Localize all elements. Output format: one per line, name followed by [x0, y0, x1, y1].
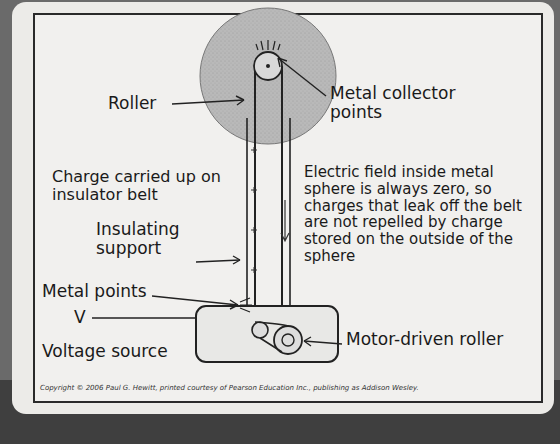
- part-label: Metal points: [42, 282, 162, 301]
- voltage-symbol: V: [74, 308, 94, 327]
- part-label: Voltage source: [42, 342, 192, 361]
- part-label: Insulating support: [96, 220, 206, 258]
- part-label: Metal collector points: [330, 84, 480, 122]
- part-label: Roller: [108, 94, 178, 113]
- copyright-note: Copyright © 2006 Paul G. Hewitt, printed…: [40, 385, 530, 393]
- note-text: Electric field inside metal sphere is al…: [304, 164, 532, 265]
- part-label: Charge carried up on insulator belt: [52, 168, 232, 204]
- part-label: Motor-driven roller: [346, 330, 536, 349]
